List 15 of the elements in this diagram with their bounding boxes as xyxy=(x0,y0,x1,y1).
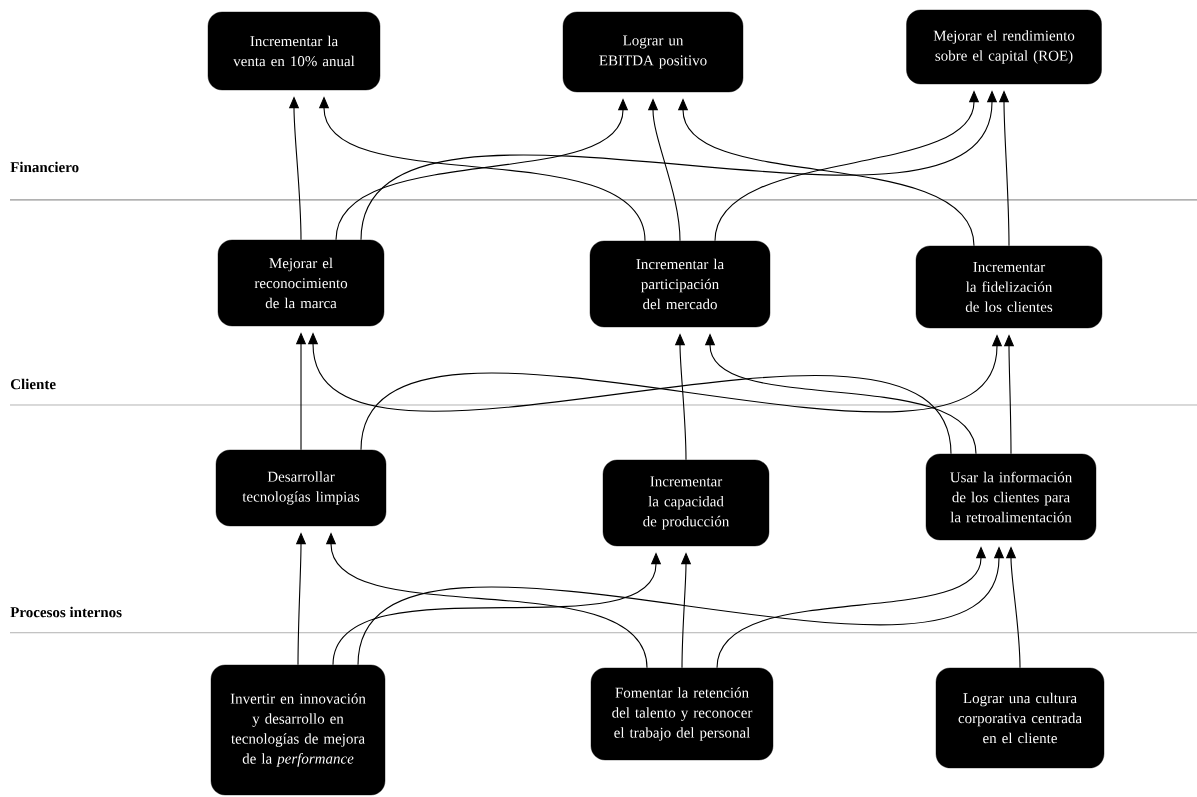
process-box: Incrementar la venta en 10% anual xyxy=(207,11,381,91)
process-box: Lograr un EBITDA positivo xyxy=(562,11,744,93)
process-box: Mejorar el reconocimiento de la marca xyxy=(217,239,385,327)
process-box: Fomentar la retención del talento y reconocer el trabajo del personal xyxy=(590,667,774,761)
process-box: Incrementar la participación del mercado xyxy=(589,240,771,328)
tier-label: Cliente xyxy=(10,378,56,390)
process-box: Desarrollar tecnologías limpias xyxy=(215,449,387,527)
process-box: Incrementar la fidelización de los clientes xyxy=(915,245,1103,329)
process-box: Invertir en innovación y desarrollo en tecnologías de mejora de la performance xyxy=(210,664,386,796)
process-box: Usar la información de los clientes para la retroalimentación xyxy=(925,453,1097,541)
process-box: Incrementar la capacidad de producción xyxy=(602,459,770,547)
process-box: Mejorar el rendimiento sobre el capital (ROE) xyxy=(906,9,1102,85)
tier-label: Procesos internos xyxy=(10,606,122,618)
process-box: Lograr una cultura corporativa centrada en el cliente xyxy=(935,667,1105,769)
tier-label: Financiero xyxy=(10,161,79,173)
